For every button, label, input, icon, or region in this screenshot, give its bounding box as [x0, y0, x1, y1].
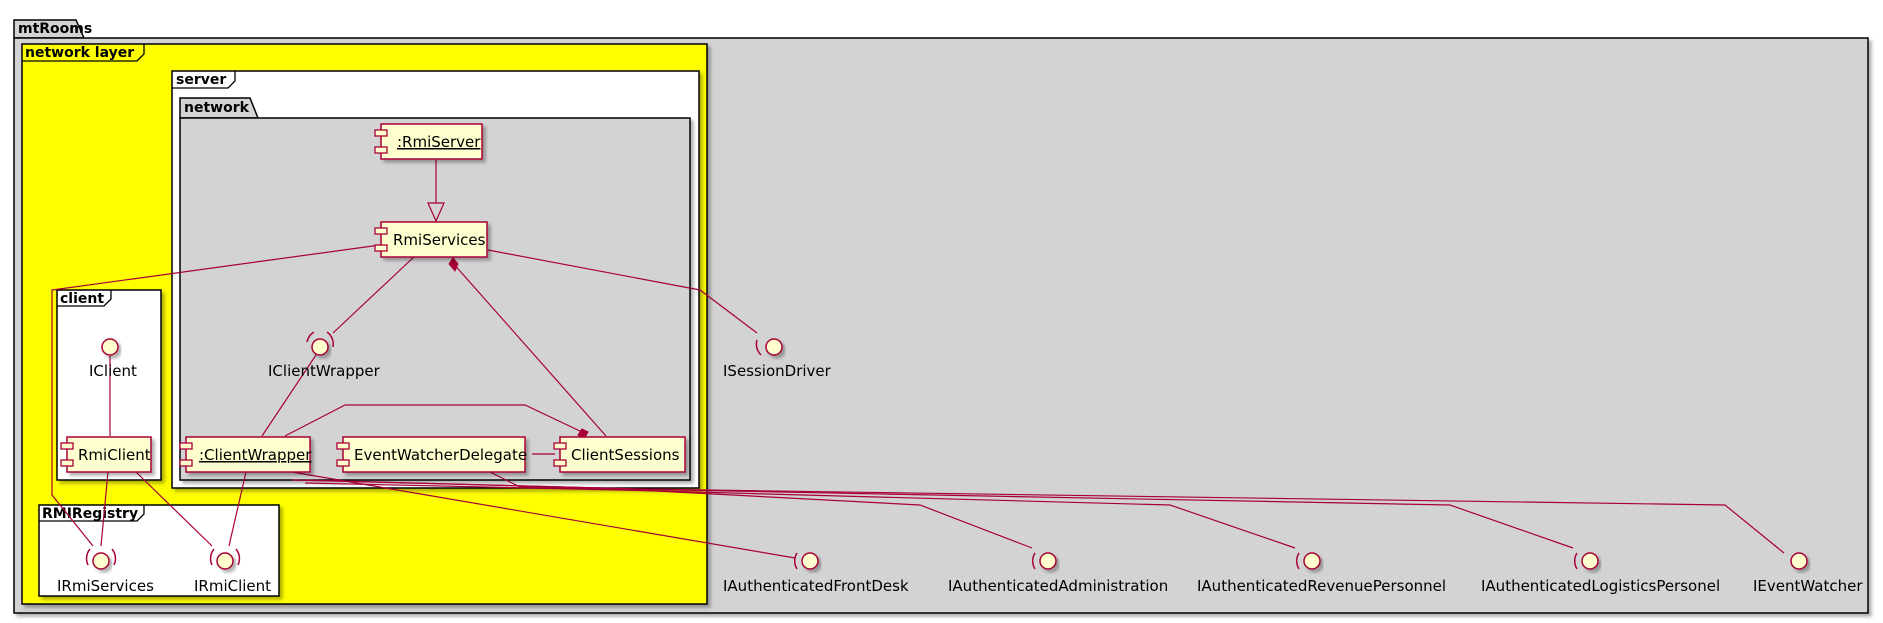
link-rmiservices-clientsessions — [451, 261, 607, 437]
interface-ieventwatcher[interactable]: IEventWatcher — [1753, 552, 1863, 595]
link-rmiservices-irmiservices — [51, 244, 381, 547]
irmiclient-socket-left — [209, 548, 215, 566]
interface-label-irmiservices: IRmiServices — [57, 577, 154, 595]
logistics-socket — [1573, 552, 1578, 570]
component-eventwatcherdelegate[interactable]: EventWatcherDelegate — [336, 436, 527, 473]
interface-label-ieventwatcher: IEventWatcher — [1753, 577, 1863, 595]
irmiservices-socket-left — [85, 548, 91, 566]
extension-arrowhead — [427, 202, 445, 223]
composition-diamond-top — [448, 257, 459, 272]
irmiclient-lollipop — [216, 552, 234, 570]
link-rmiservices-iclientwrapper — [332, 254, 417, 334]
link-clientwrapper-ieventwatcher — [291, 479, 1785, 554]
irmiservices-lollipop — [92, 552, 110, 570]
link-iclientwrapper-clientwrapper — [261, 354, 317, 437]
interface-label-irmiclient: IRmiClient — [194, 577, 271, 595]
frontdesk-lollipop — [801, 552, 819, 570]
ieventwatcher-lollipop — [1790, 552, 1808, 570]
link-eventwatcher-logistics — [489, 471, 1574, 549]
interface-irmiclient[interactable]: IRmiClient — [194, 548, 271, 595]
package-title-mtrooms: mtRooms — [18, 21, 92, 37]
revenue-socket — [1295, 552, 1300, 570]
component-rmiservices[interactable]: RmiServices — [374, 221, 488, 258]
interface-label-iauthenticatedlogisticspersonel: IAuthenticatedLogisticsPersonel — [1481, 577, 1720, 595]
frame-title-client: client — [60, 291, 104, 307]
link-rmiclient-irmiservices — [100, 471, 109, 547]
component-clientsessions[interactable]: ClientSessions — [553, 436, 686, 473]
iclientwrapper-lollipop — [311, 338, 329, 356]
frame-title-network-layer: network layer — [25, 45, 134, 61]
interface-label-iauthenticatedfrontdesk: IAuthenticatedFrontDesk — [723, 577, 909, 595]
link-clientwrapper-clientsessions — [284, 404, 583, 437]
interface-label-iauthenticatedrevenuepersonnel: IAuthenticatedRevenuePersonnel — [1197, 577, 1446, 595]
frame-title-server: server — [176, 72, 226, 88]
interface-iclient[interactable]: IClient — [89, 338, 137, 380]
interface-label-iclient: IClient — [89, 362, 137, 380]
frame-rmiregistry: RMIRegistry — [38, 504, 280, 597]
revenue-lollipop — [1303, 552, 1321, 570]
iclient-lollipop — [101, 338, 119, 356]
component-label-clientwrapper: :ClientWrapper — [199, 446, 312, 464]
package-network: network — [179, 97, 691, 481]
component-label-rmiserver: :RmiServer — [397, 133, 481, 151]
component-label-rmiclient: RmiClient — [78, 446, 151, 464]
logistics-lollipop — [1581, 552, 1599, 570]
iclientwrapper-socket-bottom — [306, 331, 315, 343]
package-title-network: network — [184, 100, 250, 116]
rmiregistry-body — [38, 504, 280, 597]
isessiondriver-lollipop — [765, 338, 783, 356]
component-rmiserver[interactable]: :RmiServer — [374, 123, 483, 160]
interface-iauthenticatedadministration[interactable]: IAuthenticatedAdministration — [948, 552, 1168, 595]
interface-irmiservices[interactable]: IRmiServices — [57, 548, 154, 595]
interface-label-isessiondriver: ISessionDriver — [723, 362, 832, 380]
administration-lollipop — [1039, 552, 1057, 570]
isessiondriver-socket — [755, 339, 762, 356]
interface-label-iclientwrapper: IClientWrapper — [268, 362, 381, 380]
interface-iauthenticatedlogisticspersonel[interactable]: IAuthenticatedLogisticsPersonel — [1481, 552, 1720, 595]
component-rmiclient[interactable]: RmiClient — [60, 436, 152, 473]
irmiservices-socket-right — [111, 548, 117, 566]
link-rmiclient-irmiclient — [135, 471, 213, 547]
interface-label-iauthenticatedadministration: IAuthenticatedAdministration — [948, 577, 1168, 595]
iclientwrapper-socket-top — [326, 331, 335, 348]
links — [51, 160, 1785, 559]
irmiclient-socket-right — [235, 548, 241, 566]
link-clientwrapper-irmiclient — [228, 471, 247, 547]
interface-iauthenticatedrevenuepersonnel[interactable]: IAuthenticatedRevenuePersonnel — [1197, 552, 1446, 595]
link-rmiservices-isessiondriver — [487, 249, 758, 334]
frontdesk-socket — [793, 552, 798, 570]
network-body — [179, 117, 691, 481]
component-label-clientsessions: ClientSessions — [571, 446, 680, 464]
administration-socket — [1031, 552, 1036, 570]
component-label-rmiservices: RmiServices — [393, 231, 486, 249]
interface-iclientwrapper[interactable]: IClientWrapper — [268, 331, 381, 380]
component-clientwrapper[interactable]: :ClientWrapper — [179, 436, 312, 473]
interface-isessiondriver[interactable]: ISessionDriver — [723, 338, 832, 380]
frame-title-rmiregistry: RMIRegistry — [42, 506, 138, 522]
interface-iauthenticatedfrontdesk[interactable]: IAuthenticatedFrontDesk — [723, 552, 909, 595]
link-clientwrapper-revenue — [304, 482, 1296, 549]
component-label-eventwatcherdelegate: EventWatcherDelegate — [354, 446, 527, 464]
link-clientwrapper-frontdesk — [291, 471, 796, 559]
